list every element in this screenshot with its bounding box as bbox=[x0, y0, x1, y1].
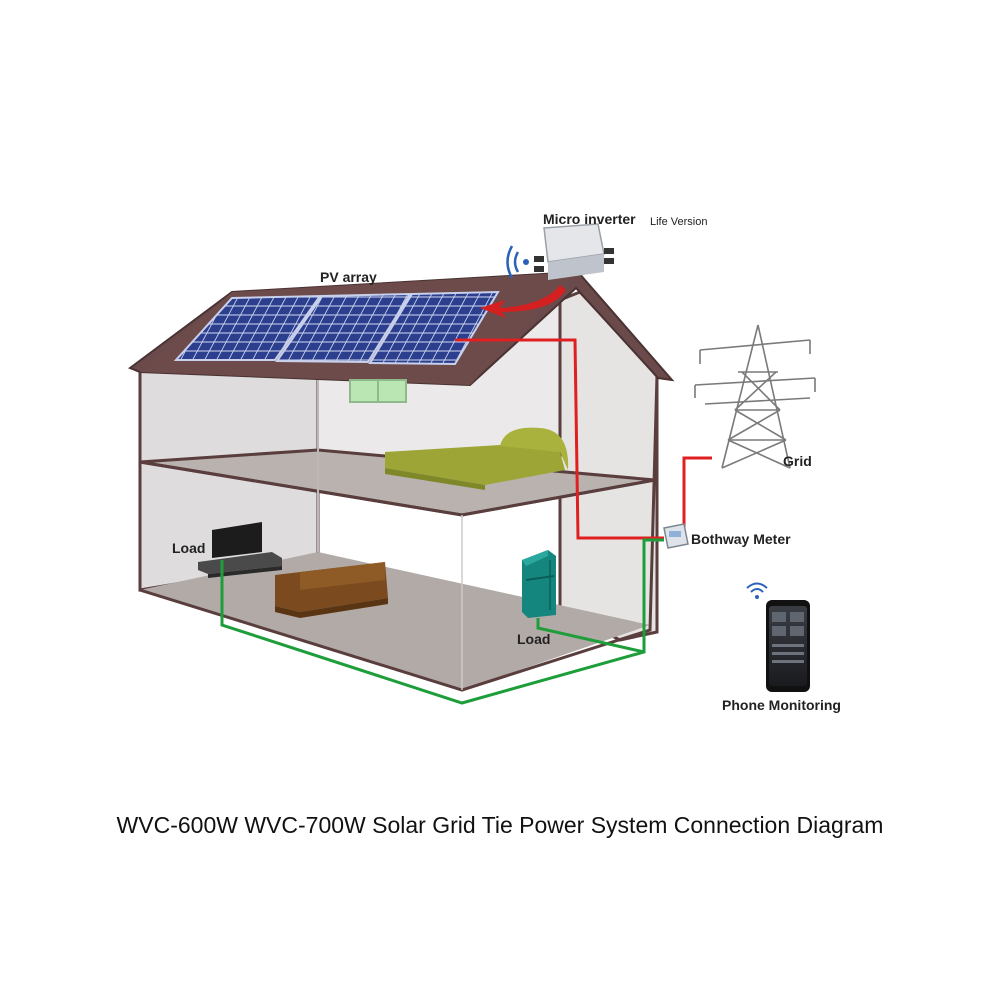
fridge bbox=[522, 550, 556, 618]
bed bbox=[385, 427, 569, 490]
inverter-arrow bbox=[480, 285, 566, 318]
tv bbox=[198, 522, 282, 578]
window bbox=[349, 379, 407, 403]
label-phone-monitoring: Phone Monitoring bbox=[722, 697, 841, 713]
load-wiring bbox=[220, 538, 664, 705]
smartphone-icon bbox=[766, 600, 810, 692]
label-bothway-meter: Bothway Meter bbox=[691, 531, 791, 547]
label-pv-array: PV array bbox=[320, 269, 377, 285]
micro-inverter-icon bbox=[534, 223, 614, 280]
meter-icon bbox=[663, 523, 689, 549]
label-grid: Grid bbox=[783, 453, 812, 469]
label-micro-inverter-sub: Life Version bbox=[650, 216, 707, 228]
label-micro-inverter: Micro inverter bbox=[543, 211, 636, 227]
house bbox=[127, 270, 675, 692]
transmission-tower-icon bbox=[694, 324, 816, 469]
diagram-caption: WVC-600W WVC-700W Solar Grid Tie Power S… bbox=[116, 812, 884, 838]
label-load-tv: Load bbox=[172, 540, 205, 556]
ground-floor bbox=[140, 552, 650, 690]
phone-wifi-icon bbox=[746, 582, 768, 599]
label-load-fridge: Load bbox=[517, 631, 550, 647]
wifi-icon bbox=[506, 245, 529, 279]
sofa bbox=[275, 562, 388, 618]
pv-array bbox=[173, 290, 500, 366]
